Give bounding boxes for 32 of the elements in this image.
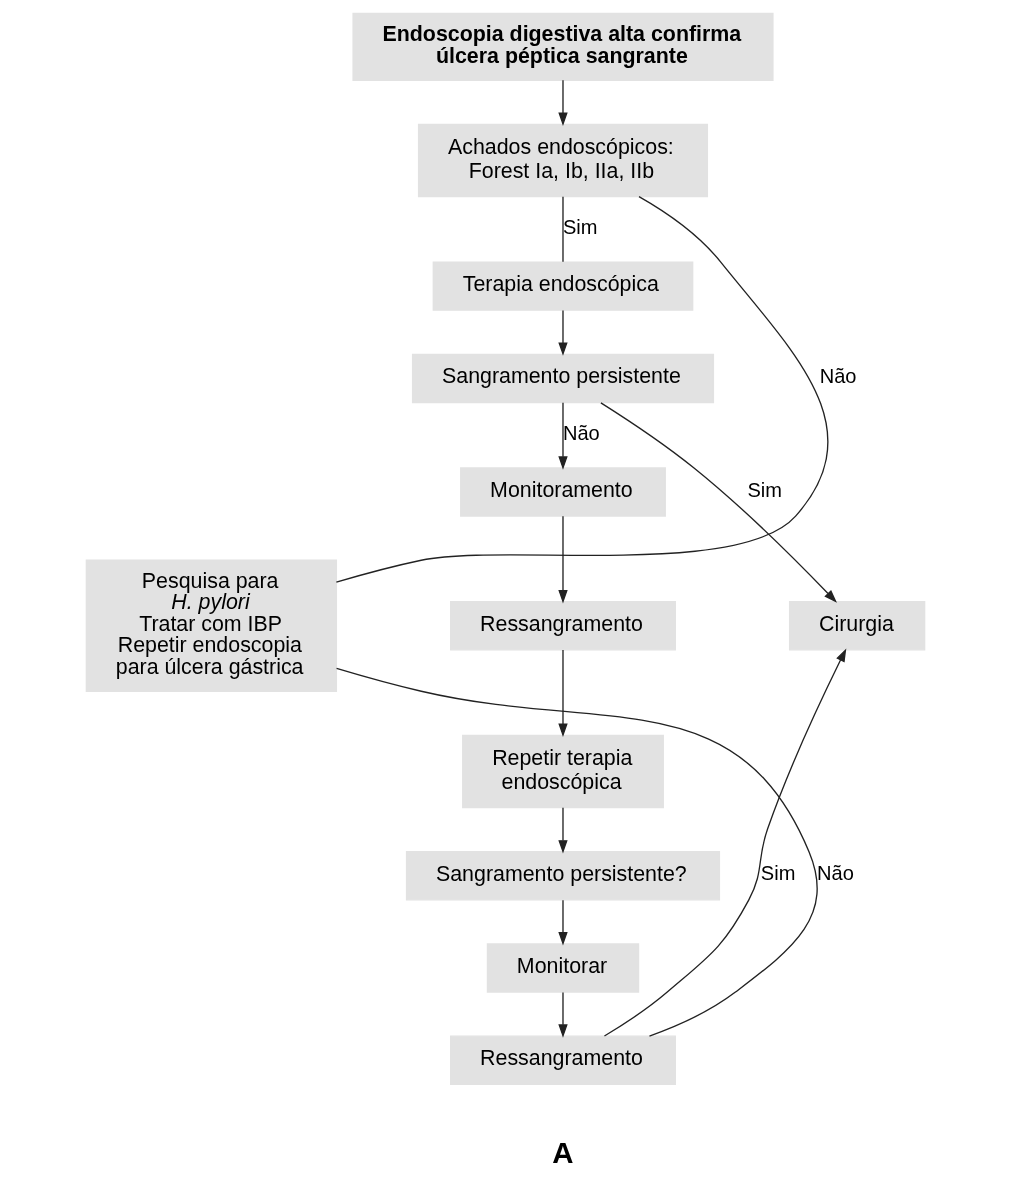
arrow xyxy=(557,79,568,127)
arrow xyxy=(599,402,837,603)
arrow xyxy=(557,515,568,604)
node-box: Pesquisa para H. pylori Tratar com IBP Repetir endoscopia para úlcera gástrica xyxy=(85,559,337,692)
node-box: Ressangramento xyxy=(449,601,676,651)
edge-label: Sim xyxy=(747,478,782,501)
label: A xyxy=(551,1135,574,1169)
node-box: Cirurgia xyxy=(788,601,925,651)
connector xyxy=(335,667,818,1037)
arrow xyxy=(557,991,568,1038)
arrow xyxy=(557,899,568,946)
edge-label: Não xyxy=(562,421,600,444)
node-box: Sangramento persistente? xyxy=(405,851,720,901)
node-box: Repetir terapia endoscópica xyxy=(461,734,664,809)
arrow xyxy=(557,309,568,356)
arrow xyxy=(557,807,568,854)
edge-label: Sim xyxy=(562,216,598,238)
node-box: Sangramento persistente xyxy=(411,353,714,404)
arrow xyxy=(603,648,846,1037)
arrow xyxy=(557,649,568,737)
node-box: Terapia endoscópica xyxy=(432,261,693,311)
node-box: Achados endoscópicos: Forest Ia, Ib, IIa, IIb xyxy=(417,123,708,198)
node-box: Ressangramento xyxy=(449,1035,676,1085)
connector xyxy=(561,196,564,263)
node-box: Endoscopia digestiva alta confirma úlcera péptica sangrante xyxy=(351,12,774,81)
edge-label: Não xyxy=(819,365,856,388)
connector xyxy=(335,196,828,583)
node-box: Monitoramento xyxy=(459,467,666,517)
arrow xyxy=(557,402,568,470)
edge-label: Sim xyxy=(760,862,795,885)
edge-label: Não xyxy=(816,862,854,885)
node-box: Monitorar xyxy=(486,943,639,993)
